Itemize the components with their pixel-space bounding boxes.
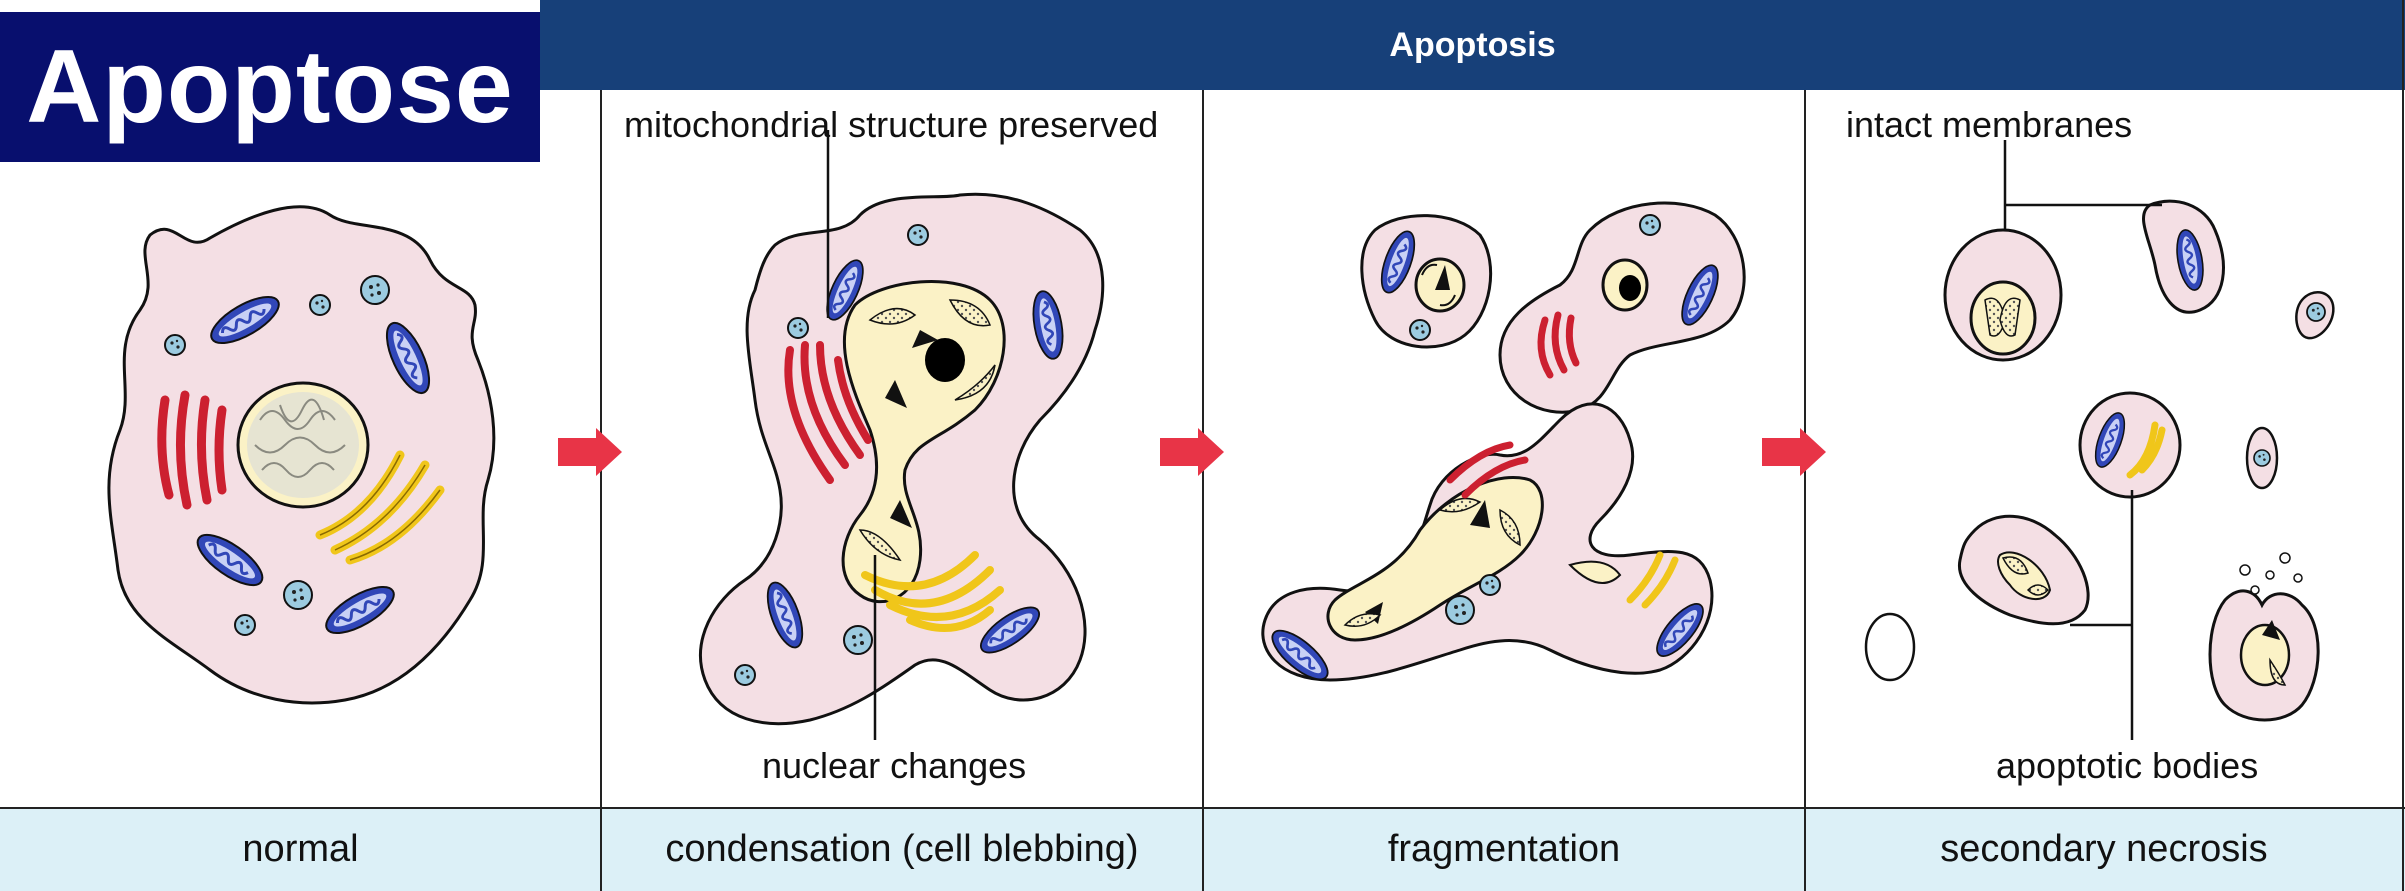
blebbing-cell [701,130,1103,740]
fragmenting-cell [1263,203,1744,687]
caption-secondary-necrosis: secondary necrosis [1805,808,2403,891]
title-badge-text: Apoptose [0,12,540,162]
caption-normal: normal [0,808,601,891]
caption-fragmentation: fragmentation [1203,808,1805,891]
normal-cell [109,207,494,703]
caption-condensation: condensation (cell blebbing) [601,808,1203,891]
apoptotic-bodies [1866,140,2333,740]
mitochondria-label: mitochondrial structure preserved [624,104,1158,146]
nuclear-changes-label: nuclear changes [762,745,1026,787]
stage-arrow-2 [1160,428,1224,476]
stage-arrow-3 [1762,428,1826,476]
stage-arrow-1 [558,428,622,476]
apoptotic-bodies-label: apoptotic bodies [1996,745,2258,787]
intact-membranes-label: intact membranes [1846,104,2132,146]
